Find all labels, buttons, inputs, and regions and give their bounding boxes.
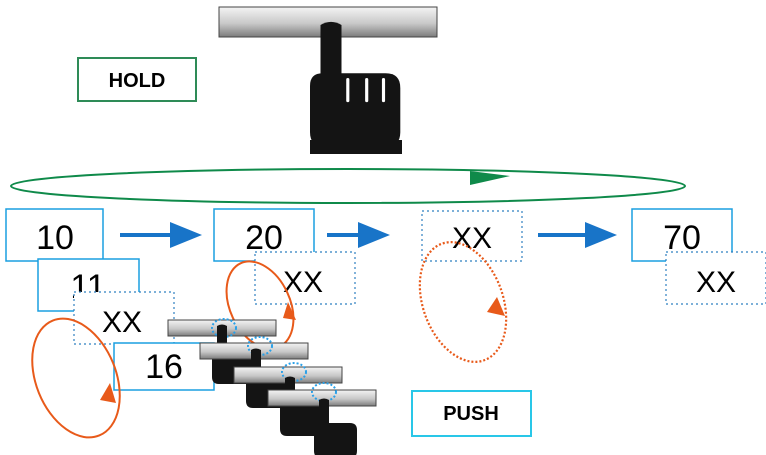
box-xx-under-20-label: XX	[283, 266, 323, 299]
box-xx-under-70-label: XX	[696, 266, 736, 299]
red-loop-dotted	[418, 241, 508, 363]
hold-base-bar	[310, 140, 402, 154]
push-step-4	[267, 382, 377, 455]
hold-illustration	[218, 6, 438, 154]
box-70-label: 70	[663, 219, 701, 257]
push-label: PUSH	[443, 403, 499, 425]
box-16-label: 16	[145, 348, 183, 386]
hold-label: HOLD	[109, 70, 166, 92]
box-20-label: 20	[245, 219, 283, 257]
arrow-xx-to-70	[538, 222, 617, 248]
box-xx-under-70: XX	[665, 251, 766, 305]
hold-label-box: HOLD	[77, 57, 197, 102]
box-xx-under-11: XX	[73, 291, 175, 345]
push-label-box: PUSH	[411, 390, 532, 437]
box-xx-top-label: XX	[452, 222, 492, 255]
red-loop-left	[31, 317, 121, 439]
box-xx-top: XX	[421, 210, 523, 262]
blue-arrows	[120, 222, 617, 248]
arrow-20-to-xx	[327, 222, 390, 248]
box-10-label: 10	[36, 219, 74, 257]
box-xx-under-20: XX	[254, 251, 356, 305]
push-hand-icon	[314, 398, 357, 455]
box-16: 16	[113, 342, 215, 391]
box-xx-under-11-label: XX	[102, 306, 142, 339]
push-sequence	[167, 318, 377, 455]
box-10: 10	[5, 208, 104, 262]
arrow-10-to-20	[120, 222, 202, 248]
hold-hand-icon	[310, 21, 401, 147]
green-loop	[10, 168, 686, 204]
